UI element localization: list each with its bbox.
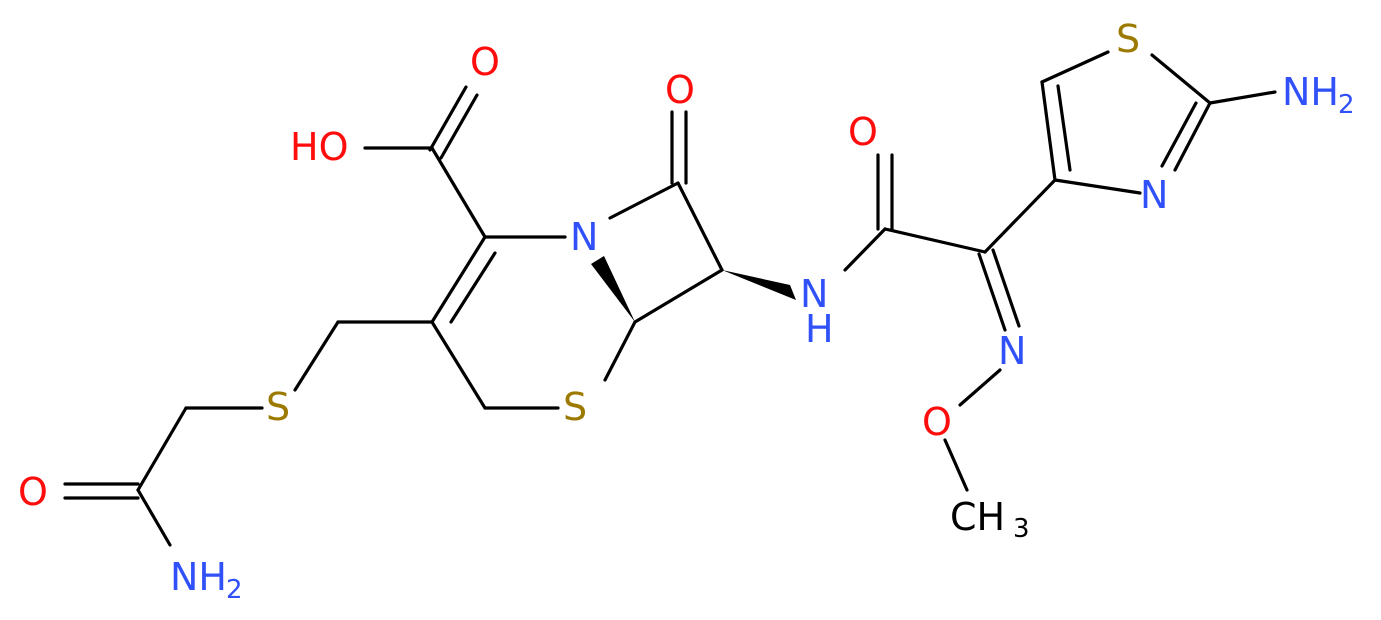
bonds [63, 50, 1277, 547]
bond-keto-c-oxime-c [883, 227, 987, 254]
bond-thz-c2-n-a [1173, 101, 1212, 172]
bond-c3-ch2ring [430, 320, 487, 410]
bond-thz-c2-n-b [1160, 101, 1198, 168]
bond-thz-c4-c5-a [1040, 80, 1057, 182]
bond-c2-c3-b [449, 251, 497, 324]
atom-linker-nh-n: N [800, 272, 828, 316]
bond-n-c8 [608, 181, 680, 220]
bond-thz-c2-nh2 [1208, 90, 1277, 105]
atom-amide-nh2-sub: 2 [226, 575, 243, 605]
atom-methyl-ch: CH [950, 495, 1005, 539]
atom-ring-s: S [563, 385, 587, 429]
atom-labels: O HO O N S S O NH 2 N H O N O CH 3 S N N… [18, 17, 1355, 605]
atom-methoxy-o: O [922, 400, 952, 444]
atom-thioether-s: S [266, 385, 290, 429]
bond-c8-c7 [676, 181, 724, 272]
bond-cooh-c-o-double-b [439, 93, 479, 160]
bond-n-o [958, 368, 1002, 407]
atom-thiazole-s: S [1116, 17, 1140, 61]
atom-carboxyl-o: O [470, 40, 500, 84]
atom-ring-n: N [570, 215, 598, 259]
bond-ch2-s [293, 320, 340, 392]
atom-thiazole-nh2: NH [1282, 70, 1339, 114]
atom-thiazole-nh2-sub: 2 [1338, 90, 1355, 120]
atom-linker-nh-h: H [805, 307, 834, 351]
bond-oxime-c-n-a [977, 252, 1007, 332]
bond-ch2-c-amide [136, 406, 188, 492]
bond-amide-c-n [136, 488, 172, 547]
atom-amide-o: O [18, 470, 48, 514]
bond-c7-c6 [633, 268, 724, 324]
bond-thz-s-c2 [1150, 53, 1212, 105]
bond-thz-c5-s [1040, 50, 1110, 84]
bond-cooh-c-o-double-a [428, 85, 468, 152]
atom-carboxyl-oh: HO [290, 125, 348, 169]
bond-nh-c-keto [843, 227, 887, 272]
atom-keto-o: O [848, 110, 878, 154]
bond-oxime-c-thiazole [983, 178, 1057, 254]
atom-lactam-o: O [665, 68, 695, 112]
atom-thiazole-n: N [1140, 173, 1168, 217]
bond-oxime-c-n-b [991, 248, 1021, 328]
atom-amide-nh2: NH [170, 555, 227, 599]
bond-s-c6 [603, 320, 637, 382]
atom-oxime-n: N [998, 329, 1026, 373]
bond-thz-c4-c5-b [1056, 84, 1072, 172]
bond-thz-n-c4 [1053, 178, 1142, 195]
bond-cooh-c-ring [430, 146, 487, 239]
wedge-c6-h [591, 256, 635, 322]
wedge-c7-nh [722, 270, 796, 300]
bond-c2-c3-a [430, 235, 487, 324]
bond-o-ch3 [943, 438, 969, 492]
atom-methyl-sub: 3 [1013, 514, 1030, 544]
